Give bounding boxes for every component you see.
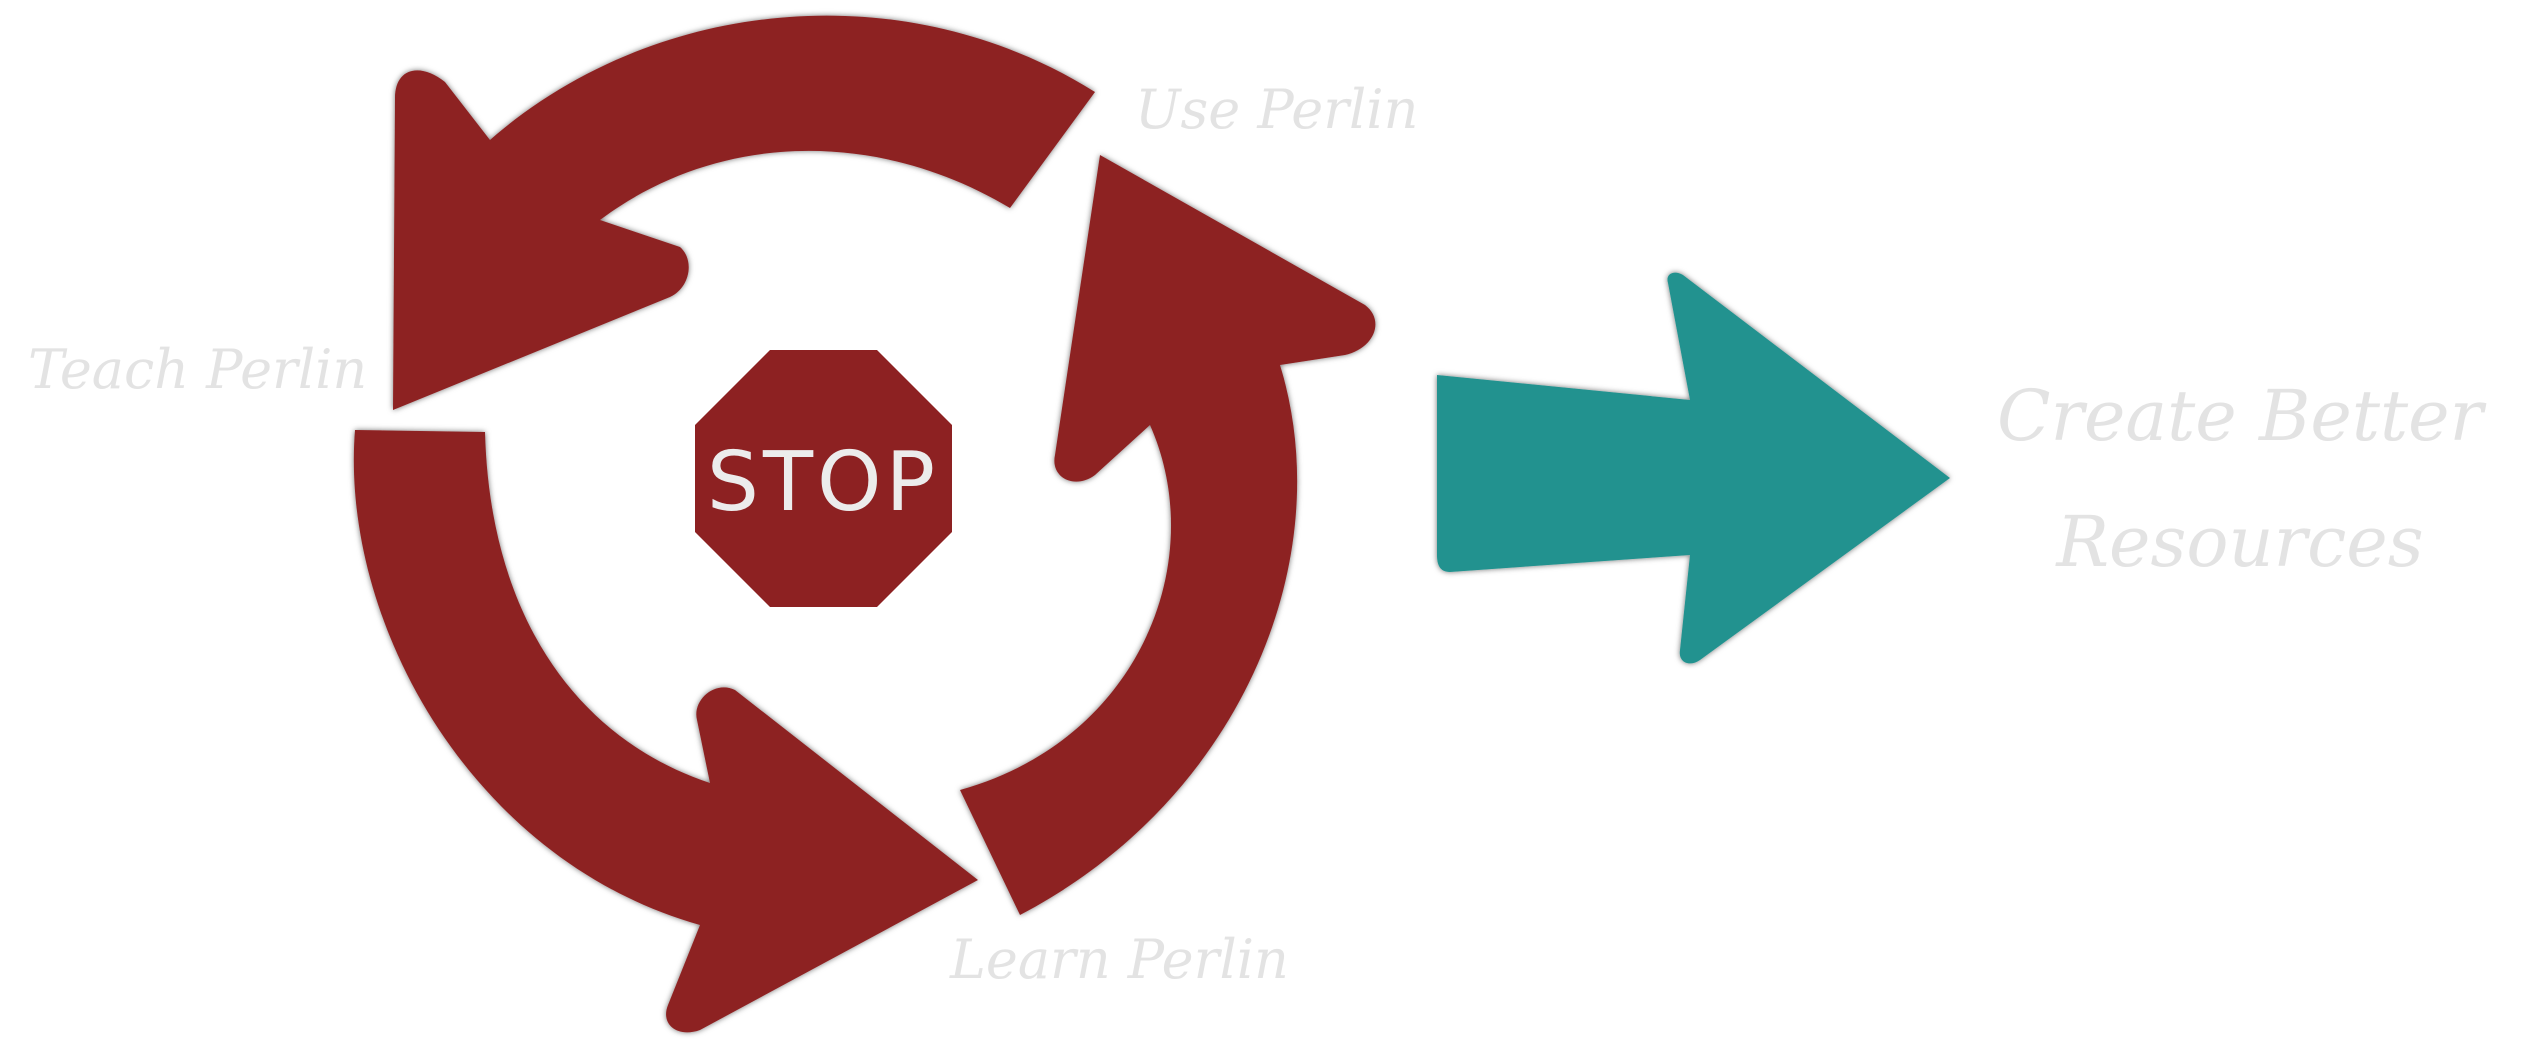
cycle-arrow-top [393, 15, 1095, 410]
label-outcome-line-2: Resources [2054, 501, 2423, 583]
cycle-arrow-right-shape [960, 155, 1376, 915]
label-outcome-line-1: Create Better [1997, 375, 2487, 457]
cycle-arrow-right [960, 155, 1376, 915]
cycle-arrow-top-shape [393, 15, 1095, 410]
stop-sign: STOP [695, 350, 952, 607]
cycle-arrow-bottom [353, 430, 978, 1033]
stop-sign-octagon [695, 350, 952, 607]
outcome-arrow [1437, 272, 1950, 664]
label-teach-perlin: Teach Perlin [28, 338, 367, 401]
stop-sign-text: STOP [707, 435, 939, 530]
label-use-perlin: Use Perlin [1135, 78, 1418, 141]
cycle-arrow-bottom-shape [353, 430, 978, 1033]
outcome-arrow-shape [1437, 272, 1950, 664]
label-learn-perlin: Learn Perlin [949, 928, 1289, 991]
